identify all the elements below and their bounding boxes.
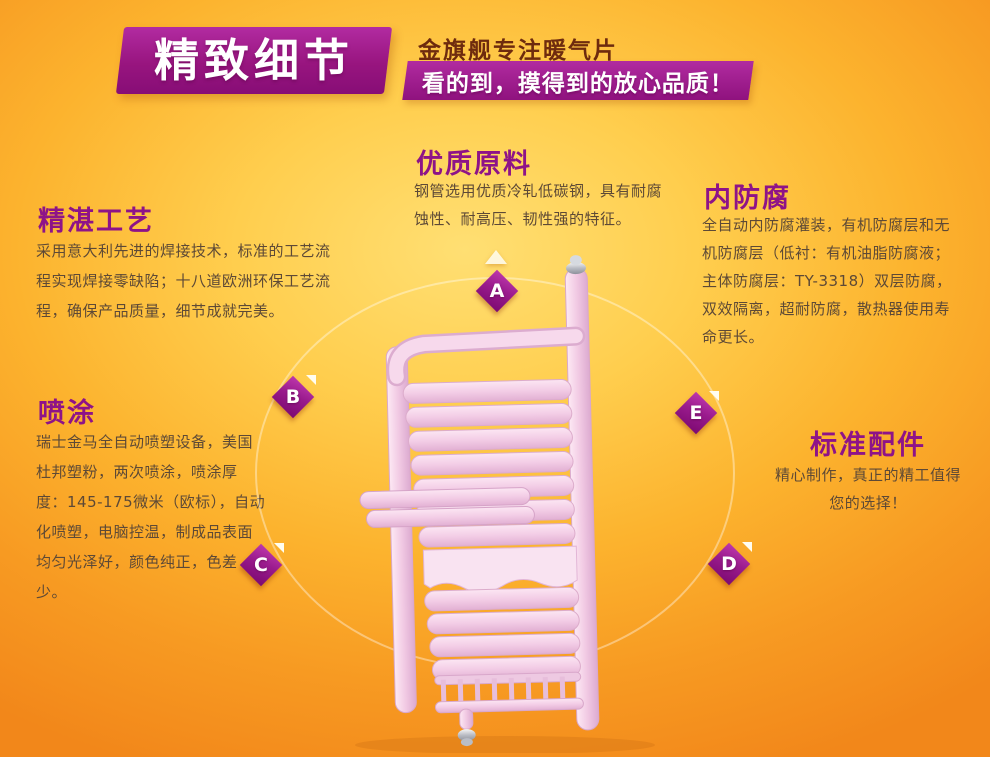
marker-c-fold-icon — [274, 543, 284, 553]
marker-a-letter: A — [489, 280, 505, 302]
section-body-anticorrosion: 全自动内防腐灌装，有机防腐层和无机防腐层（低衬：有机油脂防腐液；主体防腐层：TY… — [702, 216, 952, 346]
section-body-accessories: 精心制作，真正的精工值得您的选择！ — [774, 466, 961, 512]
up-arrow-icon — [485, 250, 507, 264]
section-title-accessories: 标准配件 — [810, 430, 926, 461]
marker-a: A — [475, 269, 519, 313]
section-body-craft: 采用意大利先进的焊接技术，标准的工艺流程实现焊接零缺陷；十八道欧洲环保工艺流程，… — [36, 242, 331, 320]
marker-b-letter: B — [285, 386, 301, 408]
marker-e-letter: E — [689, 402, 703, 424]
title-banner: 精致细节 — [115, 27, 393, 94]
towel-radiator-illustration — [355, 255, 655, 754]
marker-c-letter: C — [254, 554, 268, 576]
slogan-text: 看的到，摸得到的放心品质！ — [422, 70, 734, 97]
slogan-banner: 看的到，摸得到的放心品质！ — [402, 61, 754, 100]
marker-d-fold-icon — [742, 542, 752, 552]
section-body-spray: 瑞士金马全自动喷塑设备，美国杜邦塑粉，两次喷涂，喷涂厚度：145-175微米（欧… — [36, 433, 266, 601]
section-title-material: 优质原料 — [416, 149, 532, 180]
marker-e-fold-icon — [709, 391, 719, 401]
marker-d-letter: D — [721, 553, 737, 575]
marker-c: C — [239, 543, 284, 587]
section-title-anticorrosion: 内防腐 — [704, 183, 791, 214]
section-title-craft: 精湛工艺 — [38, 206, 154, 237]
page-title: 精致细节 — [153, 34, 354, 87]
section-body-material: 钢管选用优质冷轧低碳钢，具有耐腐蚀性、耐高压、韧性强的特征。 — [414, 182, 663, 228]
product-image — [330, 248, 680, 754]
marker-e: E — [674, 391, 719, 435]
marker-b-fold-icon — [306, 375, 316, 385]
marker-d: D — [707, 542, 752, 586]
brand-tagline: 金旗舰专注暖气片 — [418, 38, 618, 64]
section-title-spray: 喷涂 — [38, 398, 96, 429]
marker-b: B — [271, 375, 316, 419]
